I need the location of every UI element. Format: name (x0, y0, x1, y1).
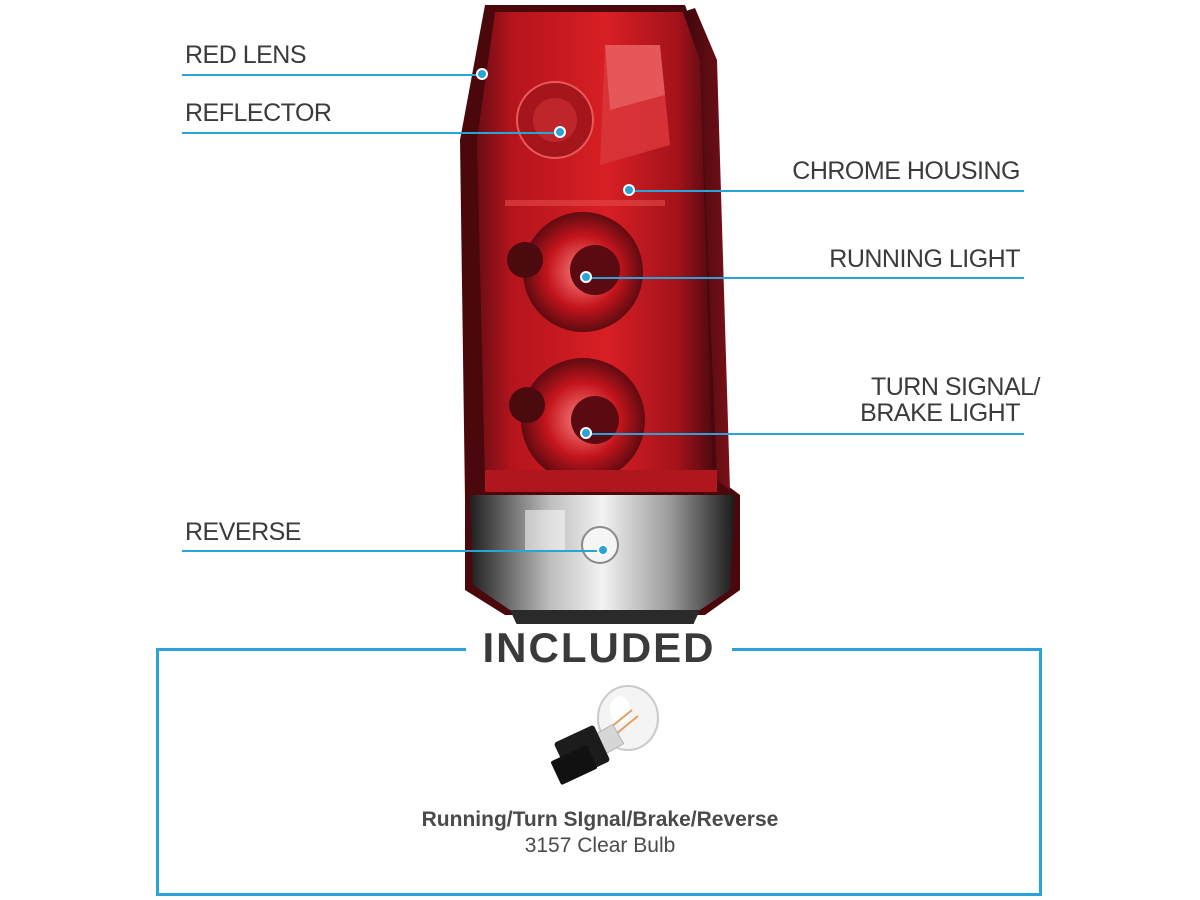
leader-line-reflector (182, 132, 560, 134)
leader-line-chrome-housing (628, 190, 1024, 192)
label-chrome-housing: CHROME HOUSING (792, 157, 1020, 185)
label-turn-signal-line2: BRAKE LIGHT (860, 399, 1020, 427)
label-reflector: REFLECTOR (185, 99, 332, 127)
marker-dot-running-light (580, 271, 592, 283)
bulb-title: Running/Turn SIgnal/Brake/Reverse (421, 808, 779, 831)
marker-dot-turn-signal (580, 427, 592, 439)
bulb-subtitle: 3157 Clear Bulb (524, 834, 676, 857)
included-heading: INCLUDED (466, 624, 732, 672)
leader-line-running-light (586, 277, 1024, 279)
tail-light-image (460, 5, 740, 625)
bulb-icon (551, 685, 659, 785)
label-turn-signal-line1: TURN SIGNAL/ (870, 373, 1041, 401)
label-red-lens: RED LENS (185, 41, 307, 69)
leader-line-red-lens (182, 74, 482, 76)
marker-dot-reflector (554, 126, 566, 138)
included-box (156, 648, 1042, 896)
marker-dot-reverse (597, 544, 609, 556)
label-running-light: RUNNING LIGHT (829, 245, 1020, 273)
marker-dot-red-lens (476, 68, 488, 80)
included-box-top-left (156, 648, 468, 651)
marker-dot-chrome-housing (623, 184, 635, 196)
leader-line-reverse (182, 550, 602, 552)
included-box-top-right (730, 648, 1042, 651)
leader-line-turn-signal (586, 433, 1024, 435)
label-reverse: REVERSE (185, 518, 301, 546)
